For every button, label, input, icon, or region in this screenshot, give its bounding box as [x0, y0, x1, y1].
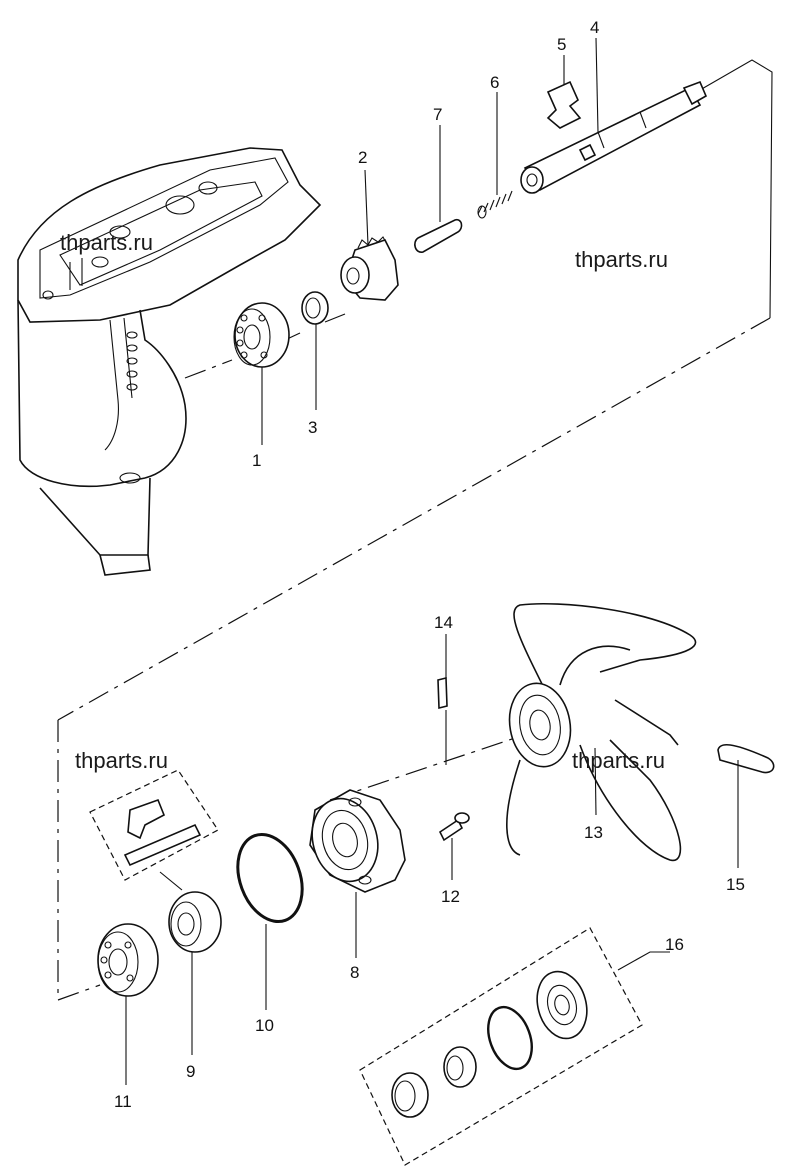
part-5-clutch — [546, 80, 582, 129]
part-13-propeller — [506, 602, 697, 861]
callout-15: 15 — [726, 875, 745, 894]
part-14-pin — [437, 676, 448, 710]
watermark-text: thparts.ru — [75, 748, 168, 773]
watermark-text: thparts.ru — [572, 748, 665, 773]
part-10-o-ring — [236, 832, 304, 924]
callout-6: 6 — [490, 73, 499, 92]
lower-unit-housing — [17, 147, 322, 576]
part-3-washer — [301, 291, 329, 325]
part-15-cotter-pin — [717, 743, 775, 774]
part-11-bearing — [97, 923, 159, 997]
leader-lines — [125, 37, 739, 1085]
callout-13: 13 — [584, 823, 603, 842]
kit-box-16 — [359, 927, 643, 1166]
callout-2: 2 — [358, 148, 367, 167]
callout-14: 14 — [434, 613, 453, 632]
callout-8: 8 — [350, 963, 359, 982]
watermark-text: thparts.ru — [575, 247, 668, 272]
watermarks: thparts.ru thparts.ru thparts.ru thparts… — [60, 230, 668, 773]
part-1-bearing — [233, 302, 290, 368]
callout-10: 10 — [255, 1016, 274, 1035]
part-12-bolt — [438, 812, 470, 842]
part-8-bearing-housing — [309, 789, 406, 893]
callout-9: 9 — [186, 1062, 195, 1081]
part-4-propeller-shaft — [520, 80, 708, 194]
callout-7: 7 — [433, 105, 442, 124]
callout-labels: 1 2 3 4 5 6 7 8 9 10 11 12 13 14 15 16 — [114, 18, 745, 1111]
callout-1: 1 — [252, 451, 261, 470]
callout-4: 4 — [590, 18, 599, 37]
kit-box-pins — [89, 769, 219, 881]
watermark-text: thparts.ru — [60, 230, 153, 255]
callout-3: 3 — [308, 418, 317, 437]
part-9-bearing — [168, 891, 222, 953]
axis-lines — [57, 59, 773, 1001]
callout-16: 16 — [665, 935, 684, 954]
part-2-gear — [340, 236, 399, 301]
callout-12: 12 — [441, 887, 460, 906]
part-7-pin — [414, 218, 463, 253]
callout-11: 11 — [114, 1092, 132, 1111]
callout-5: 5 — [557, 35, 566, 54]
part-6-spring — [477, 190, 513, 219]
